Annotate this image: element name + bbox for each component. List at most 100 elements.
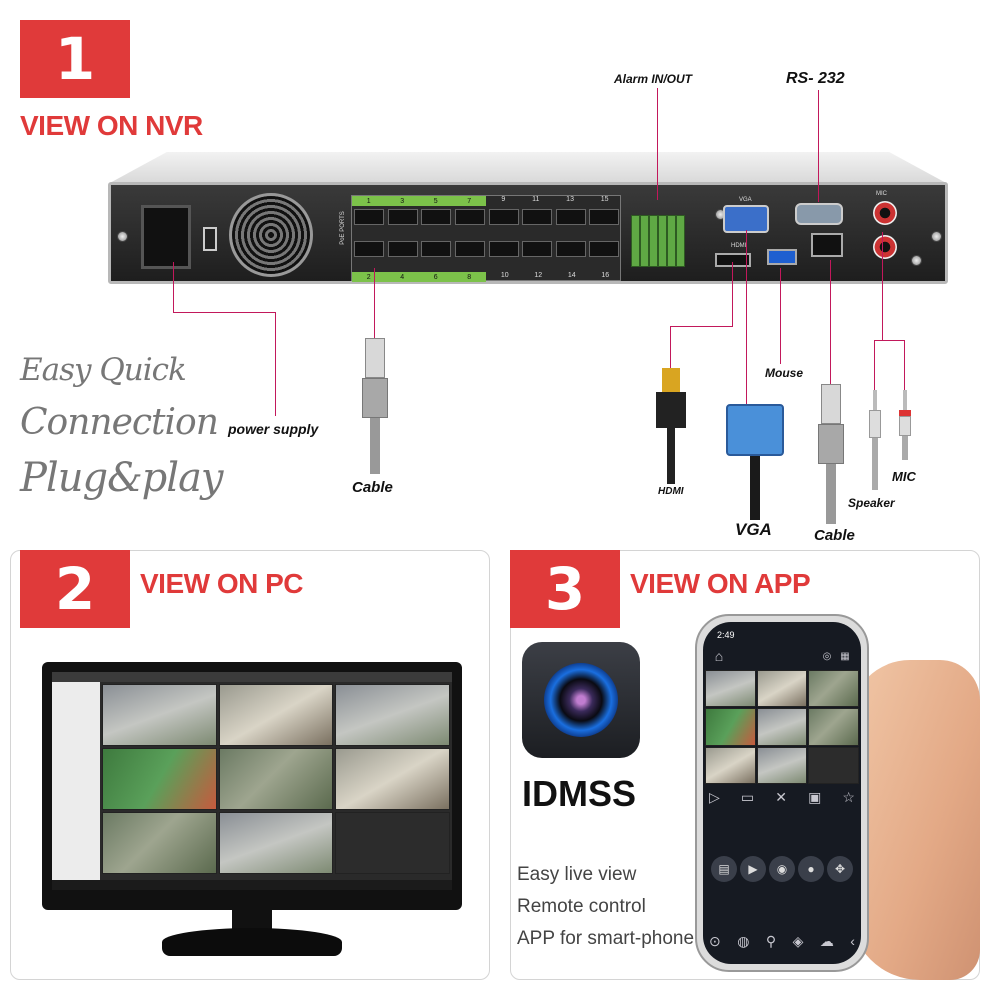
camera-tile[interactable] bbox=[808, 746, 859, 784]
camera-tile[interactable] bbox=[335, 812, 450, 874]
hdmi-port[interactable] bbox=[715, 253, 751, 267]
port-number: 10 bbox=[500, 272, 509, 279]
slogan-line-3: Plug&play bbox=[20, 455, 224, 501]
cable-left-wire bbox=[374, 268, 375, 338]
feature-smartphone: APP for smart-phone bbox=[517, 928, 695, 949]
camera-tile[interactable] bbox=[335, 684, 450, 746]
ethernet-port[interactable] bbox=[454, 241, 485, 257]
hdmi-cable-label: HDMI bbox=[658, 486, 684, 497]
hand-illustration bbox=[850, 660, 980, 980]
mic-label: MIC bbox=[892, 469, 916, 484]
camera-tile[interactable] bbox=[335, 748, 450, 810]
vga-wire bbox=[746, 230, 747, 406]
ethernet-port[interactable] bbox=[555, 241, 586, 257]
ethernet-port[interactable] bbox=[522, 209, 553, 225]
camera-tile[interactable] bbox=[808, 670, 859, 708]
nav-playback-icon[interactable]: ◍ bbox=[737, 932, 750, 949]
port-number: 12 bbox=[534, 272, 543, 279]
port-number: 4 bbox=[400, 273, 405, 281]
nav-alarm-icon[interactable]: ◈ bbox=[792, 932, 804, 949]
pc-video-grid bbox=[102, 684, 450, 874]
poe-label: PoE PORTS bbox=[339, 211, 346, 245]
camera-tile[interactable] bbox=[705, 746, 756, 784]
rs232-wire bbox=[818, 90, 819, 202]
quality-icon[interactable]: ▭ bbox=[740, 788, 755, 805]
camera-tile[interactable] bbox=[756, 708, 808, 746]
ethernet-port[interactable] bbox=[387, 241, 418, 257]
ethernet-cable-right-icon bbox=[818, 384, 844, 524]
feature-remote-control: Remote control bbox=[517, 896, 646, 917]
audio-out-jack[interactable] bbox=[873, 201, 897, 225]
alarm-terminal-block[interactable] bbox=[631, 215, 685, 267]
power-inlet[interactable] bbox=[141, 205, 191, 269]
camera-tile[interactable] bbox=[218, 684, 334, 746]
power-wire-h bbox=[173, 312, 275, 313]
phone-action-row: ▤ ▶ ◉ ● ✥ bbox=[711, 856, 853, 884]
camera-tile[interactable] bbox=[218, 748, 334, 810]
alarm-label: Alarm IN/OUT bbox=[614, 72, 693, 86]
section1-title: VIEW ON NVR bbox=[20, 110, 203, 141]
nav-cloud-icon[interactable]: ☁ bbox=[819, 932, 834, 949]
camera-tile[interactable] bbox=[218, 812, 334, 874]
favorite-icon[interactable]: ☆ bbox=[842, 788, 855, 805]
record-icon[interactable]: ▤ bbox=[711, 856, 737, 882]
ethernet-port[interactable] bbox=[522, 241, 553, 257]
nav-people-icon[interactable]: ⚲ bbox=[765, 932, 777, 949]
screw-icon bbox=[911, 255, 922, 266]
camera-tile[interactable] bbox=[756, 670, 808, 708]
ptz-icon[interactable]: ✥ bbox=[827, 856, 853, 882]
monitor-stand-base bbox=[162, 928, 342, 956]
hdmi-wire-h bbox=[670, 326, 733, 327]
camera-tile[interactable] bbox=[808, 708, 859, 746]
settings-icon[interactable]: ◎ bbox=[822, 650, 832, 662]
slogan-line-2: Connection bbox=[20, 402, 219, 443]
cable-right-label: Cable bbox=[814, 527, 855, 544]
audio-wire bbox=[882, 232, 883, 340]
play-icon[interactable]: ▷ bbox=[709, 788, 720, 805]
rs232-label: RS- 232 bbox=[786, 70, 845, 87]
phone-bottom-nav: ⊙ ◍ ⚲ ◈ ☁ ‹ bbox=[709, 932, 855, 950]
home-icon[interactable]: ⌂ bbox=[714, 648, 724, 664]
ethernet-port[interactable] bbox=[488, 209, 519, 225]
camera-tile[interactable] bbox=[705, 708, 756, 746]
ethernet-port[interactable] bbox=[421, 209, 452, 225]
mute-icon[interactable]: ✕ bbox=[775, 788, 787, 805]
snapshot-icon[interactable]: ◉ bbox=[769, 856, 795, 882]
camera-tile[interactable] bbox=[756, 746, 808, 784]
video-icon[interactable]: ▶ bbox=[740, 856, 766, 882]
power-switch[interactable] bbox=[203, 227, 217, 251]
usb-port[interactable] bbox=[767, 249, 797, 265]
camera-tile[interactable] bbox=[102, 684, 217, 746]
idmss-app-icon[interactable] bbox=[522, 642, 640, 758]
audio-in-jack[interactable] bbox=[873, 235, 897, 259]
ethernet-port[interactable] bbox=[589, 241, 620, 257]
vga-port[interactable] bbox=[723, 205, 769, 233]
port-number: 6 bbox=[433, 273, 438, 281]
port-number: 15 bbox=[600, 196, 609, 203]
split-icon[interactable]: ▣ bbox=[808, 788, 822, 805]
nav-more-icon[interactable]: ‹ bbox=[850, 933, 855, 949]
talk-icon[interactable]: ● bbox=[798, 856, 824, 882]
phone-screen: 2:49 ⌂ ◎ ▦ ▷ ▭ ✕ ▣ ☆ ▤ ▶ ◉ ● ✥ bbox=[703, 622, 861, 964]
ethernet-port[interactable] bbox=[488, 241, 519, 257]
ethernet-port[interactable] bbox=[589, 209, 620, 225]
nav-device-icon[interactable]: ⊙ bbox=[709, 932, 721, 949]
screw-icon bbox=[117, 231, 128, 242]
ethernet-port[interactable] bbox=[454, 209, 485, 225]
layout-icon[interactable]: ▦ bbox=[840, 650, 850, 662]
ethernet-port[interactable] bbox=[421, 241, 452, 257]
camera-tile[interactable] bbox=[705, 670, 756, 708]
rs232-port[interactable] bbox=[795, 203, 843, 225]
camera-tile[interactable] bbox=[102, 812, 217, 874]
camera-tile[interactable] bbox=[102, 748, 217, 810]
port-number: 3 bbox=[400, 197, 405, 205]
ethernet-port[interactable] bbox=[354, 241, 384, 257]
section1-number: 1 bbox=[20, 20, 130, 98]
ethernet-port[interactable] bbox=[354, 209, 384, 225]
lan-port[interactable] bbox=[811, 233, 843, 257]
ethernet-port[interactable] bbox=[555, 209, 586, 225]
ethernet-port[interactable] bbox=[387, 209, 418, 225]
feature-live-view: Easy live view bbox=[517, 864, 637, 885]
slogan-line-1: Easy Quick bbox=[20, 352, 187, 388]
nvr-rear-panel: PoE PORTS 1 3 5 7 9 11 13 15 2 bbox=[108, 182, 948, 284]
